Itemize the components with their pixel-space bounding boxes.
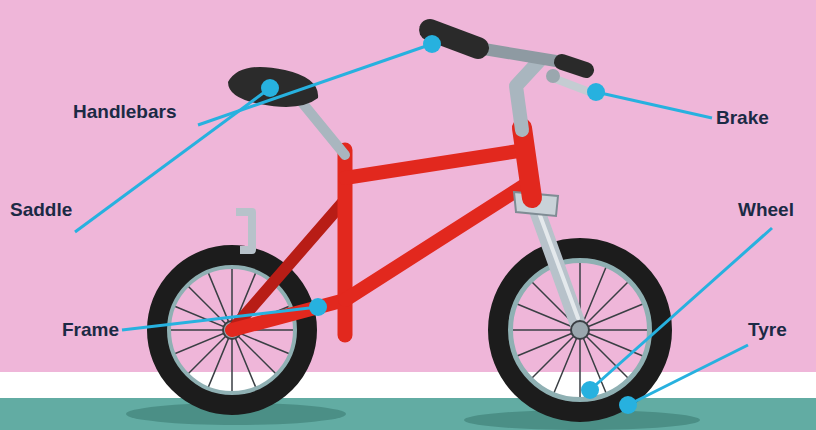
part-label: Tyre [748, 318, 787, 342]
leader-line [198, 44, 432, 125]
leader-dot [619, 396, 637, 414]
leader-line [122, 307, 318, 330]
grip [562, 62, 586, 70]
leader-lines [75, 44, 772, 405]
seat-post [300, 100, 345, 155]
part-label: Brake [716, 106, 769, 130]
brake-clamp [546, 69, 560, 83]
leader-dot [423, 35, 441, 53]
handlebar [478, 48, 562, 62]
leader-line [596, 92, 712, 118]
leader-line [628, 345, 748, 405]
top-tube [345, 150, 525, 178]
leader-dot [261, 79, 279, 97]
down-tube [345, 185, 525, 300]
head-tube [522, 128, 532, 198]
part-label: Handlebars [73, 100, 176, 124]
wheel-spokes [510, 260, 650, 400]
part-label: Saddle [10, 198, 72, 222]
part-label: Wheel [738, 198, 794, 222]
stem [516, 60, 540, 130]
rear-bracket [236, 212, 252, 250]
leader-dot [587, 83, 605, 101]
fork [535, 205, 580, 330]
fork-highlight [538, 210, 578, 318]
leader-dot [309, 298, 327, 316]
part-label: Frame [62, 318, 119, 342]
leader-dot [581, 381, 599, 399]
leader-line [590, 228, 772, 390]
ground [0, 398, 816, 430]
wheel-rim [510, 260, 650, 400]
leader-dots [261, 35, 637, 414]
pavement [0, 372, 816, 400]
tyre [498, 248, 662, 412]
wheel-hub [571, 321, 589, 339]
